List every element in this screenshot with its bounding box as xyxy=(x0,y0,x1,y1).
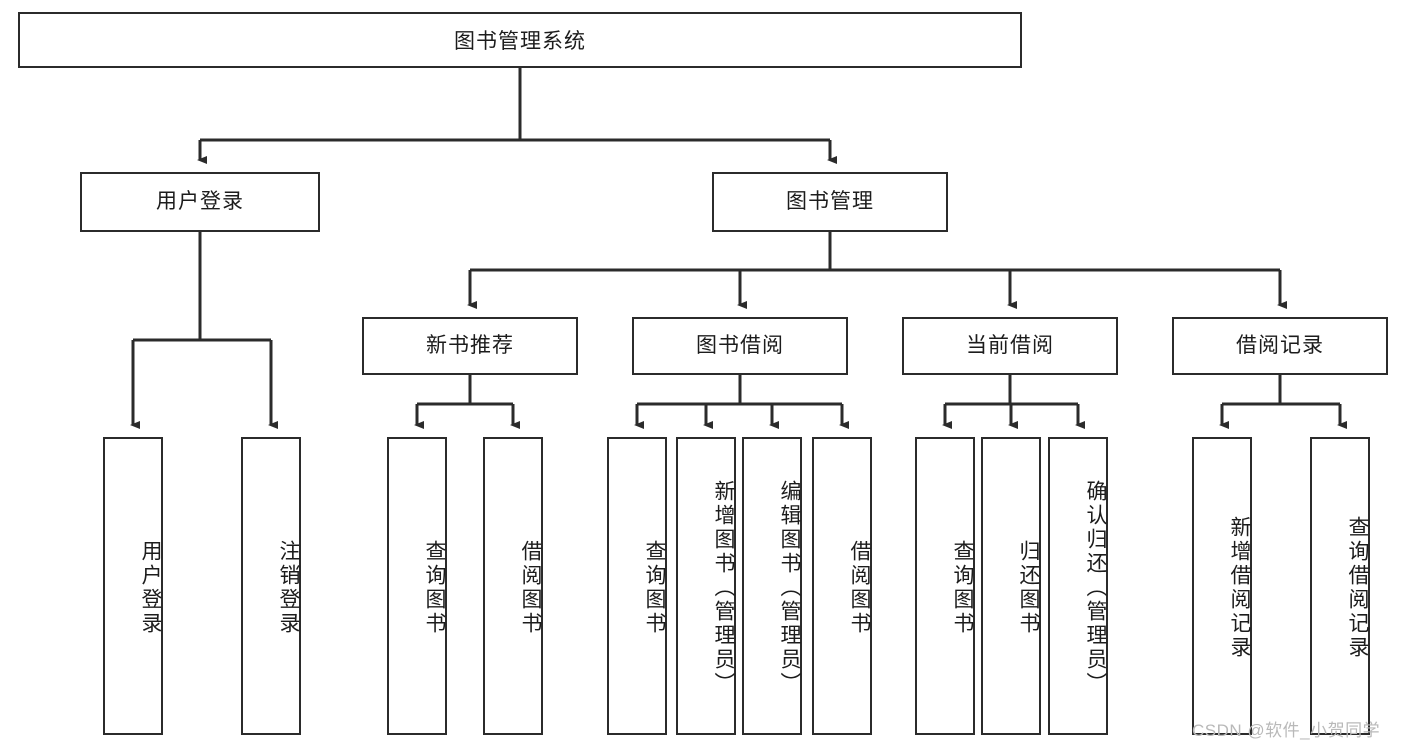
node-root-label: 图书管理系统 xyxy=(454,30,586,53)
node-current-borrow[interactable]: 当前借阅 xyxy=(902,317,1118,375)
leaf-borrow-book-2[interactable]: 借阅图书 xyxy=(812,437,872,735)
leaf-user-logout[interactable]: 注销登录 xyxy=(241,437,301,735)
node-new-book-rec-label: 新书推荐 xyxy=(426,334,514,358)
leaf-confirm-return-label: 确认归还（管理员） xyxy=(1084,480,1107,696)
node-book-manage-label: 图书管理 xyxy=(786,190,874,214)
leaf-edit-book-label: 编辑图书（管理员） xyxy=(778,480,801,696)
leaf-query-book-3-label: 查询图书 xyxy=(951,540,974,636)
watermark-text: CSDN @软件_小贺同学 xyxy=(1192,721,1381,740)
node-root[interactable]: 图书管理系统 xyxy=(18,12,1022,68)
leaf-query-record-label: 查询借阅记录 xyxy=(1346,516,1369,660)
leaf-query-book-2[interactable]: 查询图书 xyxy=(607,437,667,735)
leaf-query-book-2-label: 查询图书 xyxy=(643,540,666,636)
leaf-query-book-3[interactable]: 查询图书 xyxy=(915,437,975,735)
leaf-query-record[interactable]: 查询借阅记录 xyxy=(1310,437,1370,735)
node-current-borrow-label: 当前借阅 xyxy=(966,334,1054,358)
leaf-confirm-return[interactable]: 确认归还（管理员） xyxy=(1048,437,1108,735)
leaf-add-book[interactable]: 新增图书（管理员） xyxy=(676,437,736,735)
node-borrow-record[interactable]: 借阅记录 xyxy=(1172,317,1388,375)
leaf-query-book-1[interactable]: 查询图书 xyxy=(387,437,447,735)
leaf-return-book-label: 归还图书 xyxy=(1017,540,1040,636)
leaf-add-book-label: 新增图书（管理员） xyxy=(712,480,735,696)
leaf-return-book[interactable]: 归还图书 xyxy=(981,437,1041,735)
leaf-user-logout-label: 注销登录 xyxy=(277,540,300,636)
leaf-borrow-book-2-label: 借阅图书 xyxy=(848,540,871,636)
node-book-borrow[interactable]: 图书借阅 xyxy=(632,317,848,375)
node-book-manage[interactable]: 图书管理 xyxy=(712,172,948,232)
node-user-login[interactable]: 用户登录 xyxy=(80,172,320,232)
leaf-add-record-label: 新增借阅记录 xyxy=(1228,516,1251,660)
leaf-edit-book[interactable]: 编辑图书（管理员） xyxy=(742,437,802,735)
node-new-book-rec[interactable]: 新书推荐 xyxy=(362,317,578,375)
leaf-add-record[interactable]: 新增借阅记录 xyxy=(1192,437,1252,735)
node-user-login-label: 用户登录 xyxy=(156,190,244,214)
node-borrow-record-label: 借阅记录 xyxy=(1236,334,1324,358)
leaf-borrow-book-1[interactable]: 借阅图书 xyxy=(483,437,543,735)
leaf-user-login-label: 用户登录 xyxy=(139,540,162,636)
leaf-user-login[interactable]: 用户登录 xyxy=(103,437,163,735)
leaf-query-book-1-label: 查询图书 xyxy=(423,540,446,636)
node-book-borrow-label: 图书借阅 xyxy=(696,334,784,358)
leaf-borrow-book-1-label: 借阅图书 xyxy=(519,540,542,636)
